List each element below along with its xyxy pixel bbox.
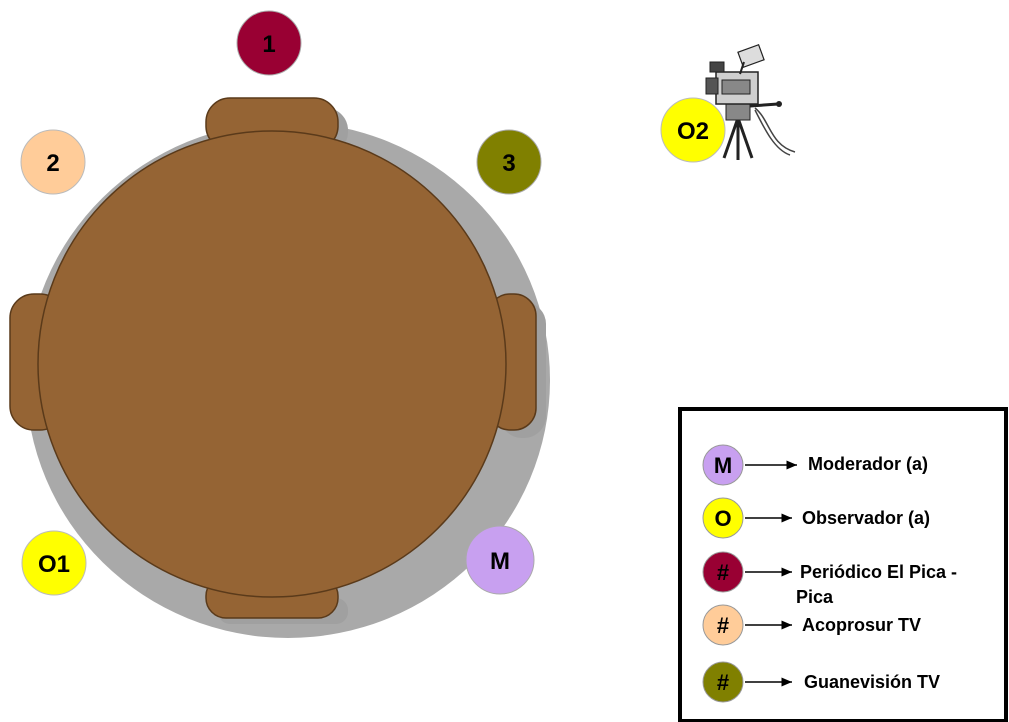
moderator-seat-label: M	[490, 548, 510, 575]
legend-symbol-periodico: #	[717, 560, 729, 585]
video-camera-icon	[705, 43, 796, 160]
legend-label-guanevision: Guanevisión TV	[804, 672, 940, 692]
legend-label-periodico-line2: Pica	[796, 587, 834, 607]
observer-1-label: O1	[38, 551, 70, 578]
legend-item-observer: O Observador (a)	[702, 497, 930, 539]
seat-2-label: 2	[46, 150, 59, 177]
legend-label-periodico-line1: Periódico El Pica -	[800, 562, 957, 582]
legend-item-guanevision: # Guanevisión TV	[702, 661, 940, 703]
legend-symbol-guanevision: #	[717, 670, 729, 695]
observer-2: O2	[660, 43, 796, 163]
legend-label-acoprosur: Acoprosur TV	[802, 615, 921, 635]
seat-3-label: 3	[502, 150, 515, 177]
seat-3: 3	[476, 129, 542, 195]
legend-item-periodico: # Periódico El Pica - Pica	[702, 551, 957, 607]
seat-1-label: 1	[262, 31, 275, 58]
legend-item-moderator: M Moderador (a)	[702, 444, 928, 486]
round-table	[9, 97, 550, 638]
observer-1: O1	[21, 530, 87, 596]
legend-symbol-observer: O	[714, 506, 731, 531]
seat-1: 1	[236, 10, 302, 76]
legend-label-moderator: Moderador (a)	[808, 454, 928, 474]
seat-2: 2	[20, 129, 86, 195]
observer-2-label: O2	[677, 118, 709, 145]
moderator-seat: M	[465, 525, 535, 595]
legend-label-observer: Observador (a)	[802, 508, 930, 528]
legend: M Moderador (a) O Observador (a) # Perió…	[678, 407, 1008, 722]
legend-symbol-acoprosur: #	[717, 613, 729, 638]
table-top	[37, 130, 507, 598]
legend-symbol-moderator: M	[714, 453, 732, 478]
legend-item-acoprosur: # Acoprosur TV	[702, 604, 921, 646]
